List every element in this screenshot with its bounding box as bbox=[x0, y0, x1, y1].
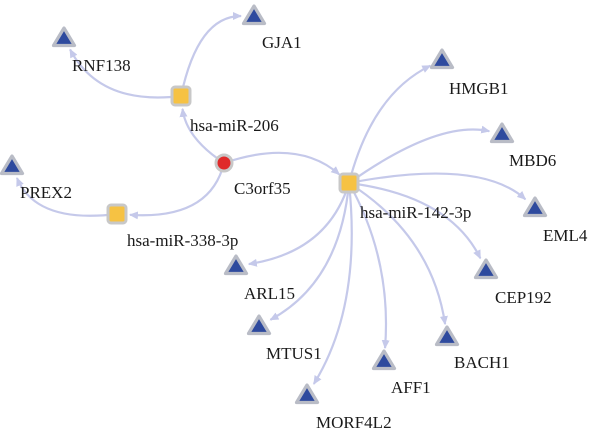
edge-mir142-to-cep192 bbox=[348, 181, 482, 260]
edge-mir142-to-aff1 bbox=[348, 182, 390, 350]
label-mir206: hsa-miR-206 bbox=[190, 116, 279, 135]
gene-node-morf4l2[interactable] bbox=[294, 383, 320, 405]
nodes bbox=[0, 4, 548, 405]
edge-mir142-to-arl15 bbox=[247, 182, 351, 267]
gene-node-eml4[interactable] bbox=[522, 196, 548, 218]
gene-node-arl15[interactable] bbox=[223, 254, 249, 276]
label-mtus1: MTUS1 bbox=[266, 344, 322, 363]
label-bach1: BACH1 bbox=[454, 353, 510, 372]
gene-node-rnf138[interactable] bbox=[51, 26, 77, 48]
edge-c3orf35-to-mir142 bbox=[223, 151, 341, 176]
edge-mir142-to-eml4 bbox=[348, 172, 527, 201]
gene-node-cep192[interactable] bbox=[473, 258, 499, 280]
gene-node-gja1[interactable] bbox=[241, 4, 267, 26]
gene-node-hmgb1[interactable] bbox=[429, 48, 455, 70]
edge-mir142-to-bach1 bbox=[348, 182, 448, 326]
gene-node-prex2[interactable] bbox=[0, 154, 25, 176]
label-rnf138: RNF138 bbox=[72, 56, 131, 75]
gene-node-bach1[interactable] bbox=[434, 325, 460, 347]
label-mbd6: MBD6 bbox=[509, 151, 556, 170]
edges bbox=[15, 12, 527, 385]
edge-mir142-to-hmgb1 bbox=[347, 64, 432, 184]
label-eml4: EML4 bbox=[543, 226, 588, 245]
label-mir338: hsa-miR-338-3p bbox=[127, 231, 238, 250]
label-mir142: hsa-miR-142-3p bbox=[360, 203, 471, 222]
gene-node-mtus1[interactable] bbox=[246, 314, 272, 336]
edge-c3orf35-to-mir338 bbox=[128, 162, 226, 220]
label-c3orf35: C3orf35 bbox=[234, 179, 291, 198]
mirna-node-mir338[interactable] bbox=[106, 203, 128, 225]
edge-mir206-to-rnf138 bbox=[69, 48, 182, 99]
edge-mir338-to-prex2 bbox=[15, 177, 118, 217]
label-arl15: ARL15 bbox=[244, 284, 295, 303]
edge-mir142-to-morf4l2 bbox=[312, 182, 353, 385]
label-cep192: CEP192 bbox=[495, 288, 552, 307]
label-aff1: AFF1 bbox=[391, 378, 431, 397]
label-morf4l2: MORF4L2 bbox=[316, 413, 392, 432]
mirna-node-mir142[interactable] bbox=[338, 172, 360, 194]
hub-node-c3orf35[interactable] bbox=[214, 153, 234, 173]
mirna-node-mir206[interactable] bbox=[170, 85, 192, 107]
edge-mir206-to-gja1 bbox=[179, 12, 242, 97]
edge-mir142-to-mtus1 bbox=[269, 182, 351, 321]
label-prex2: PREX2 bbox=[20, 183, 72, 202]
labels: C3orf35 hsa-miR-206 hsa-miR-338-3p hsa-miR-… bbox=[20, 33, 588, 432]
edge-mir142-to-mbd6 bbox=[348, 125, 491, 184]
gene-node-aff1[interactable] bbox=[371, 349, 397, 371]
label-hmgb1: HMGB1 bbox=[449, 79, 509, 98]
label-gja1: GJA1 bbox=[262, 33, 302, 52]
gene-node-mbd6[interactable] bbox=[489, 122, 515, 144]
